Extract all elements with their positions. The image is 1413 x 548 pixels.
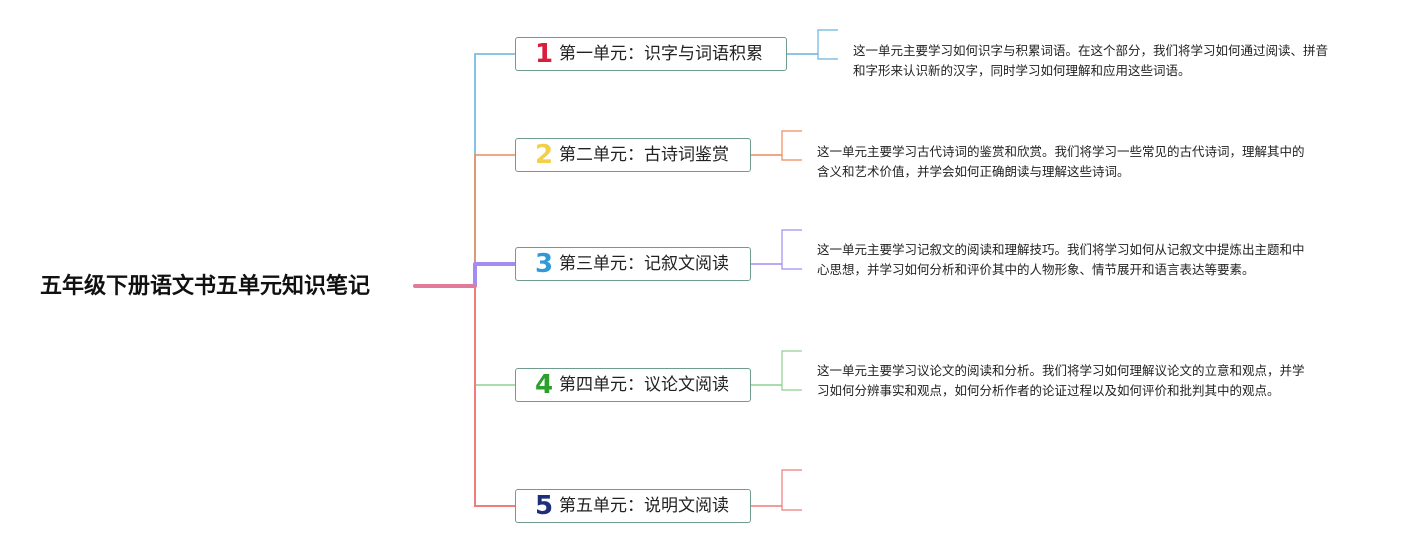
bracket-unit-1 [817,29,838,60]
unit-number-4: 4 [534,370,554,400]
branch-unit-3 [473,262,515,286]
root-node-title[interactable]: 五年级下册语文书五单元知识笔记 [40,274,371,299]
unit-node-1[interactable]: 1 第一单元：识字与词语积累 [515,37,787,71]
branch-unit-4 [474,286,515,386]
unit-node-3[interactable]: 3 第三单元：记叙文阅读 [515,247,751,281]
branch-unit-1 [474,53,515,286]
unit-label-4: 第四单元：议论文阅读 [559,375,729,395]
unit-label-2: 第二单元：古诗词鉴赏 [559,145,729,165]
unit-description-1: 这一单元主要学习如何识字与积累词语。在这个部分，我们将学习如何通过阅读、拼音和字… [853,43,1329,78]
unit-number-5: 5 [534,491,554,521]
unit-label-1: 第一单元：识字与词语积累 [559,44,763,64]
branch-unit-5 [474,286,515,507]
unit-number-1: 1 [534,39,554,69]
bracket-unit-2 [781,130,802,161]
bracket-unit-5 [781,469,802,511]
unit-node-2[interactable]: 2 第二单元：古诗词鉴赏 [515,138,751,172]
branch-unit-2 [474,154,515,286]
unit-description-2: 这一单元主要学习古代诗词的鉴赏和欣赏。我们将学习一些常见的古代诗词，理解其中的含… [817,144,1305,179]
unit-node-5[interactable]: 5 第五单元：说明文阅读 [515,489,751,523]
unit-number-2: 2 [534,140,554,170]
unit-description-4: 这一单元主要学习议论文的阅读和分析。我们将学习如何理解议论文的立意和观点，并学习… [817,363,1305,398]
unit-label-5: 第五单元：说明文阅读 [559,496,729,516]
unit-node-4[interactable]: 4 第四单元：议论文阅读 [515,368,751,402]
unit-label-3: 第三单元：记叙文阅读 [559,254,729,274]
bracket-unit-4 [781,350,802,391]
bracket-unit-3 [781,229,802,270]
unit-description-3: 这一单元主要学习记叙文的阅读和理解技巧。我们将学习如何从记叙文中提炼出主题和中心… [817,242,1305,277]
unit-number-3: 3 [534,249,554,279]
